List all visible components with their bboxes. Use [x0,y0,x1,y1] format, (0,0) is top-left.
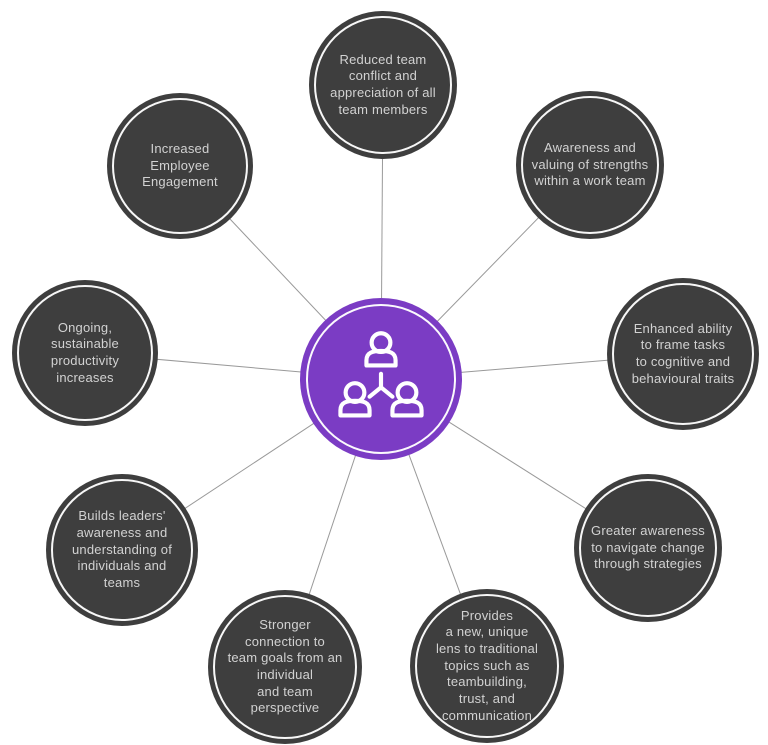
benefit-label: Ongoing, sustainable productivity increa… [50,319,120,385]
benefit-node-increased-employee-engagement: Increased Employee Engagement [107,93,253,239]
central-hub [300,298,462,460]
benefit-node-stronger-connection-team-goals: Stronger connection to team goals from a… [208,590,362,744]
benefit-label: Awareness and valuing of strengths withi… [531,140,649,189]
benefit-node-ongoing-productivity-increases: Ongoing, sustainable productivity increa… [12,280,158,426]
benefit-label: Stronger connection to team goals from a… [227,617,343,716]
benefit-node-builds-leaders-awareness: Builds leaders' awareness and understand… [46,474,198,626]
benefit-label: Builds leaders' awareness and understand… [71,508,173,590]
benefit-node-provides-new-unique-lens: Provides a new, unique lens to tradition… [410,589,564,743]
benefit-label: Enhanced ability to frame tasks to cogni… [631,320,735,386]
benefit-label: Increased Employee Engagement [142,141,218,190]
team-network-icon [329,327,433,431]
benefit-label: Provides a new, unique lens to tradition… [435,607,539,723]
benefit-label: Reduced team conflict and appreciation o… [330,51,436,117]
benefit-node-reduced-team-conflict: Reduced team conflict and appreciation o… [309,11,457,159]
benefit-node-greater-awareness-navigate-change: Greater awareness to navigate change thr… [574,474,722,622]
benefit-node-enhanced-ability-frame-tasks: Enhanced ability to frame tasks to cogni… [607,278,759,430]
benefit-node-awareness-valuing-strengths: Awareness and valuing of strengths withi… [516,91,664,239]
benefit-label: Greater awareness to navigate change thr… [591,523,705,572]
